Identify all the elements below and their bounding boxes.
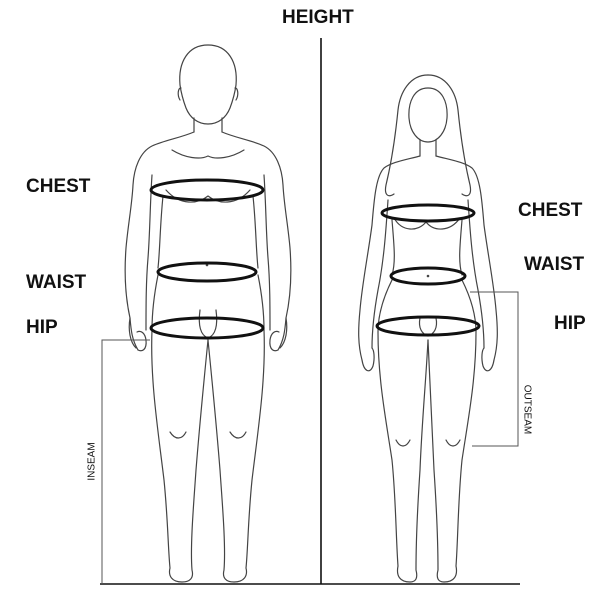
male-hip-band	[151, 318, 263, 338]
inseam-label: INSEAM	[87, 437, 98, 487]
female-waist-label: WAIST	[524, 254, 584, 276]
male-hip-label: HIP	[26, 317, 58, 339]
male-chest-label: CHEST	[26, 176, 90, 198]
male-figure	[125, 45, 291, 582]
female-hip-band	[377, 317, 479, 335]
outseam-label: OUTSEAM	[522, 382, 533, 438]
height-label: HEIGHT	[282, 7, 354, 29]
inseam-bracket	[102, 340, 150, 584]
male-waist-label: WAIST	[26, 272, 86, 294]
outseam-bracket	[470, 292, 518, 446]
female-chest-label: CHEST	[518, 200, 582, 222]
female-chest-band	[382, 205, 474, 221]
female-hip-label: HIP	[554, 313, 586, 335]
